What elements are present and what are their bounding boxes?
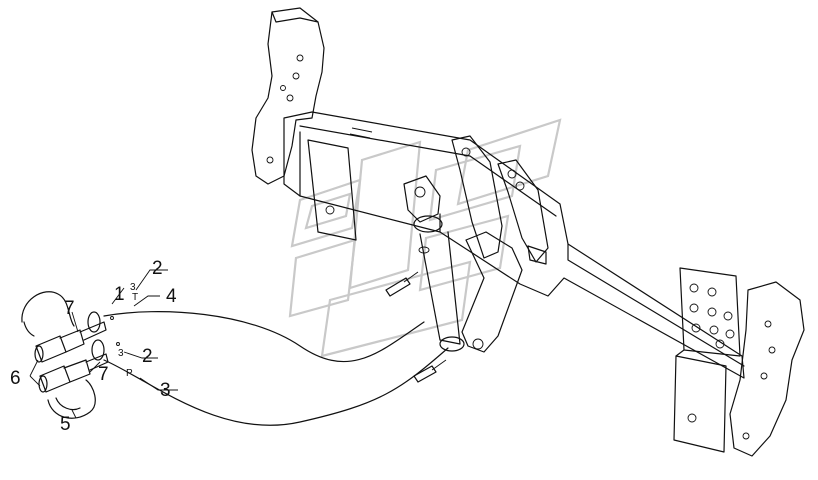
watermark-logo: [288, 118, 562, 358]
callout-4: 4: [166, 286, 177, 307]
hydraulic-hoses: [103, 311, 449, 426]
quick-couplers: [21, 291, 120, 419]
callout-7-upper: 7: [64, 298, 75, 319]
port-size-lower: 3: [118, 348, 124, 359]
hitch-frame: [251, 7, 805, 457]
port-mark-t: T: [132, 292, 138, 303]
callout-2-lower: 2: [142, 346, 153, 367]
callout-1: 1: [114, 284, 125, 305]
port-marks: T P 3 3: [118, 282, 138, 379]
callout-3: 3: [160, 380, 171, 401]
callout-labels: 1 2 2 3 4 5 6 7 7: [10, 258, 177, 435]
callout-6: 6: [10, 368, 21, 389]
callout-7-lower: 7: [98, 364, 109, 385]
port-mark-p: P: [126, 368, 133, 379]
port-size-upper: 3: [130, 282, 136, 293]
callout-leaders: [29, 269, 178, 419]
callout-5: 5: [60, 414, 71, 435]
callout-2-upper: 2: [152, 258, 163, 279]
